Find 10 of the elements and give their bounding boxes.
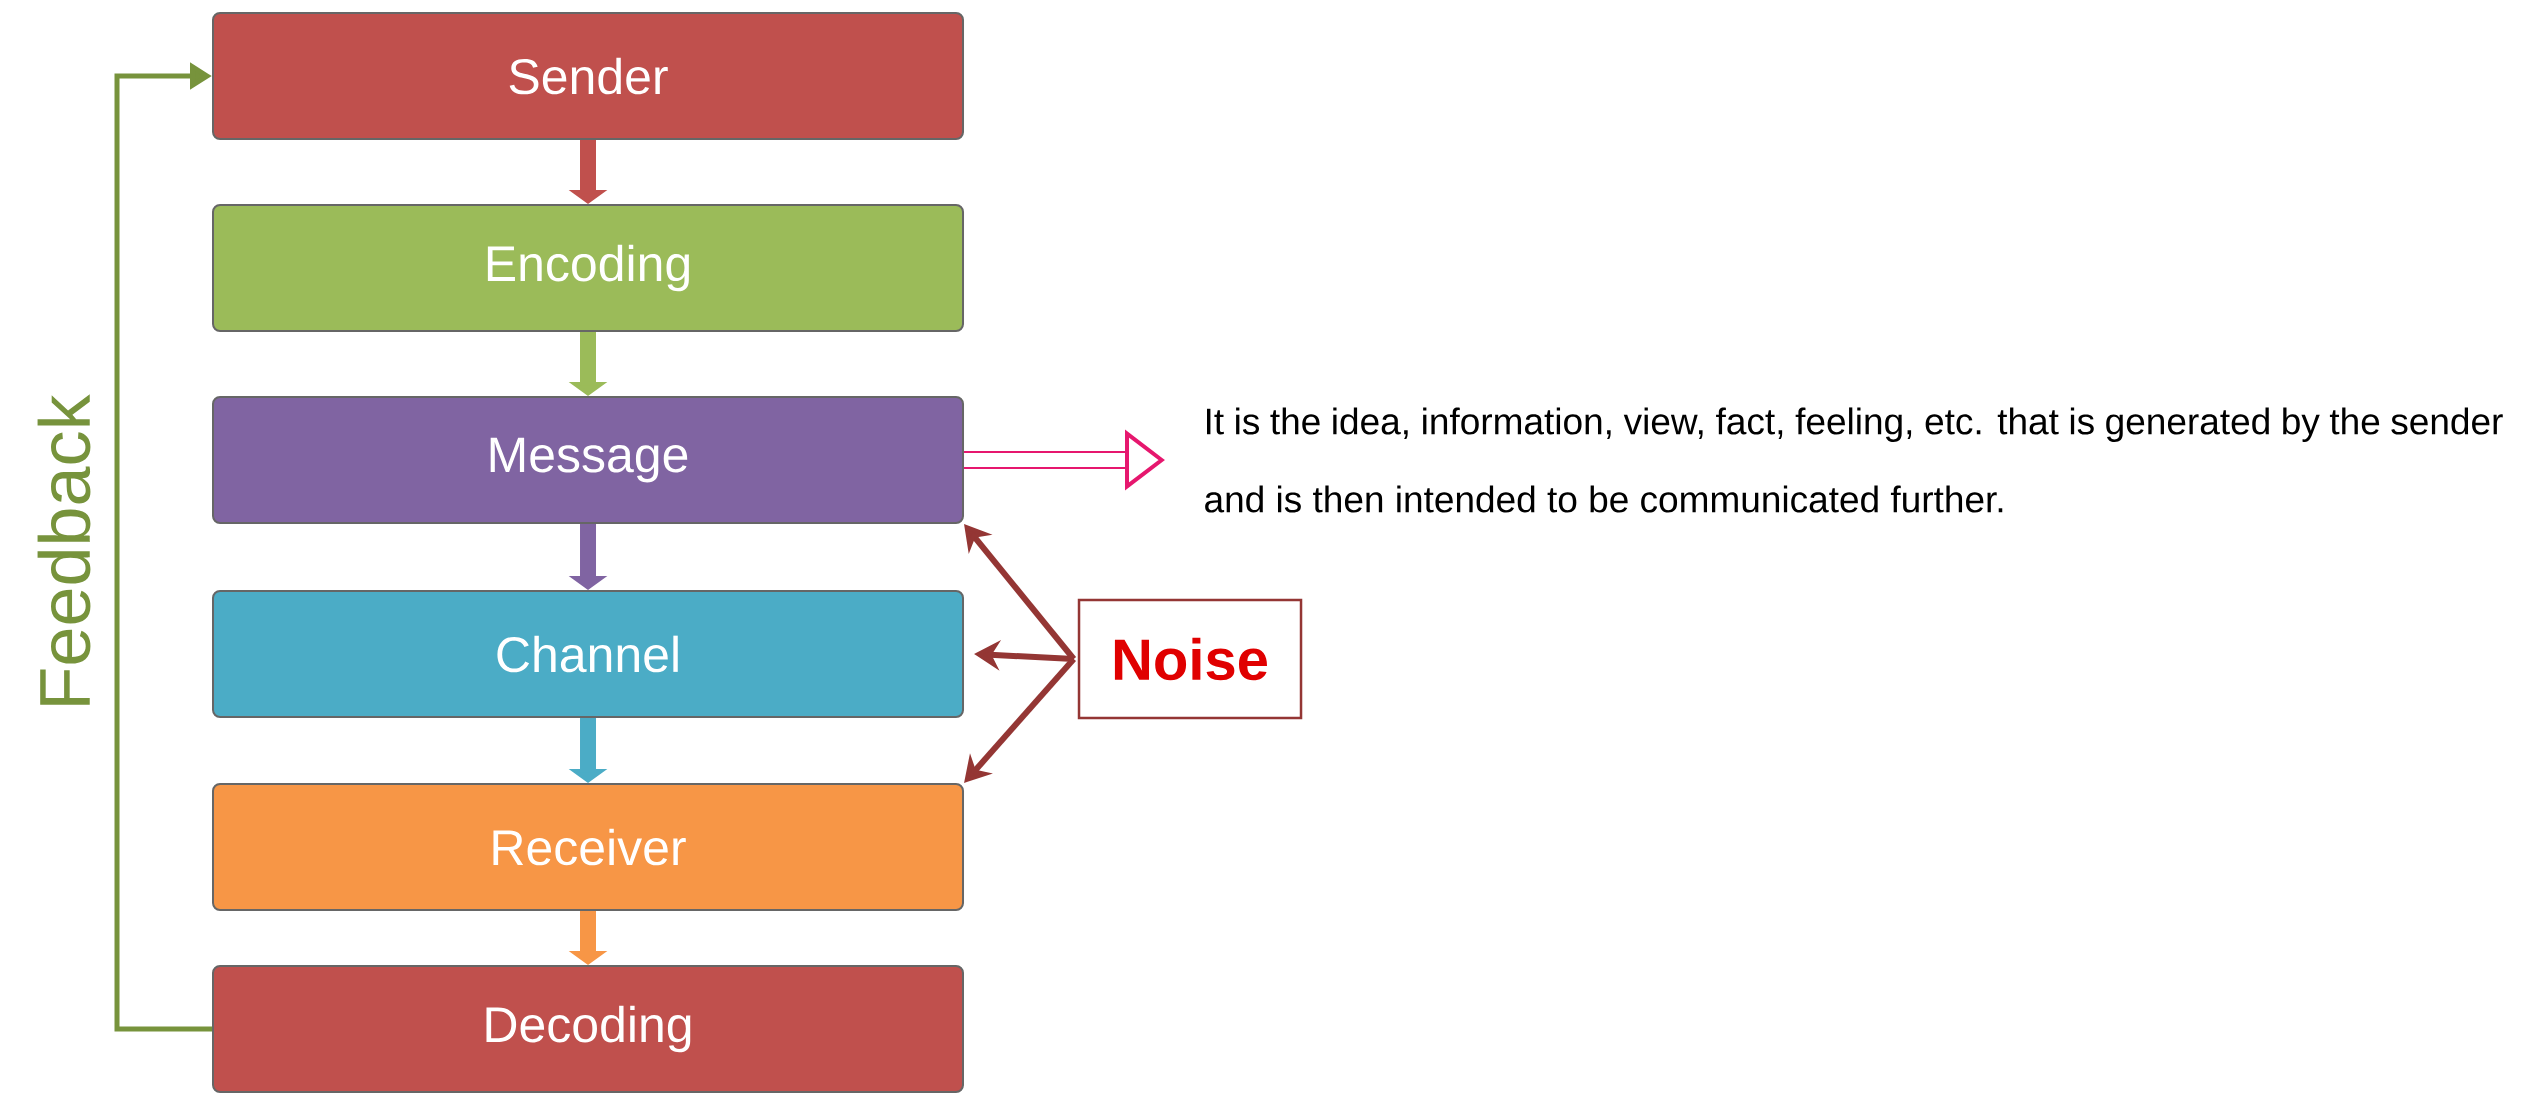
- process-box: Message: [212, 396, 964, 524]
- label-box: Noise: [1077, 598, 1303, 720]
- feedback-arrow: [114, 62, 212, 1032]
- edge-label: Feedback: [33, 390, 95, 715]
- process-box: Encoding: [212, 204, 964, 332]
- process-box: Sender: [212, 12, 964, 140]
- process-box: Receiver: [212, 783, 964, 911]
- process-box: Decoding: [212, 965, 964, 1093]
- process-box: Channel: [212, 590, 964, 718]
- description-text: It is the idea, information, view, fact, feeling, etc. that is generated by the sender and is then intended to be communicated further.: [1205, 407, 2503, 513]
